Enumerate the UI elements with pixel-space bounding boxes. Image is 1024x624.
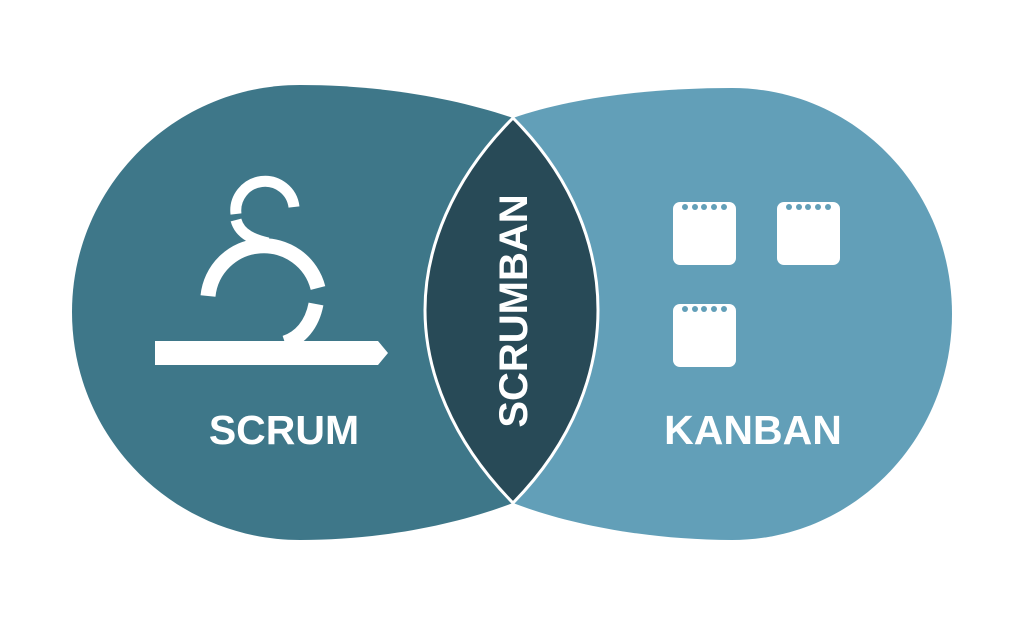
big-arc <box>200 238 326 298</box>
kanban-label: KANBAN <box>664 407 842 453</box>
kanban-card-2 <box>777 202 840 265</box>
scrum-sprint-cycle-icon <box>155 175 388 365</box>
scrumban-label: SCRUMBAN <box>492 194 536 427</box>
scrumban-overlap <box>423 115 600 506</box>
kanban-cards-icon <box>673 202 840 367</box>
scrum-label: SCRUM <box>209 407 359 453</box>
kanban-card-3 <box>673 304 736 367</box>
timeline-arrow <box>155 341 388 365</box>
small-arc <box>230 175 300 215</box>
kanban-card-1 <box>673 202 736 265</box>
